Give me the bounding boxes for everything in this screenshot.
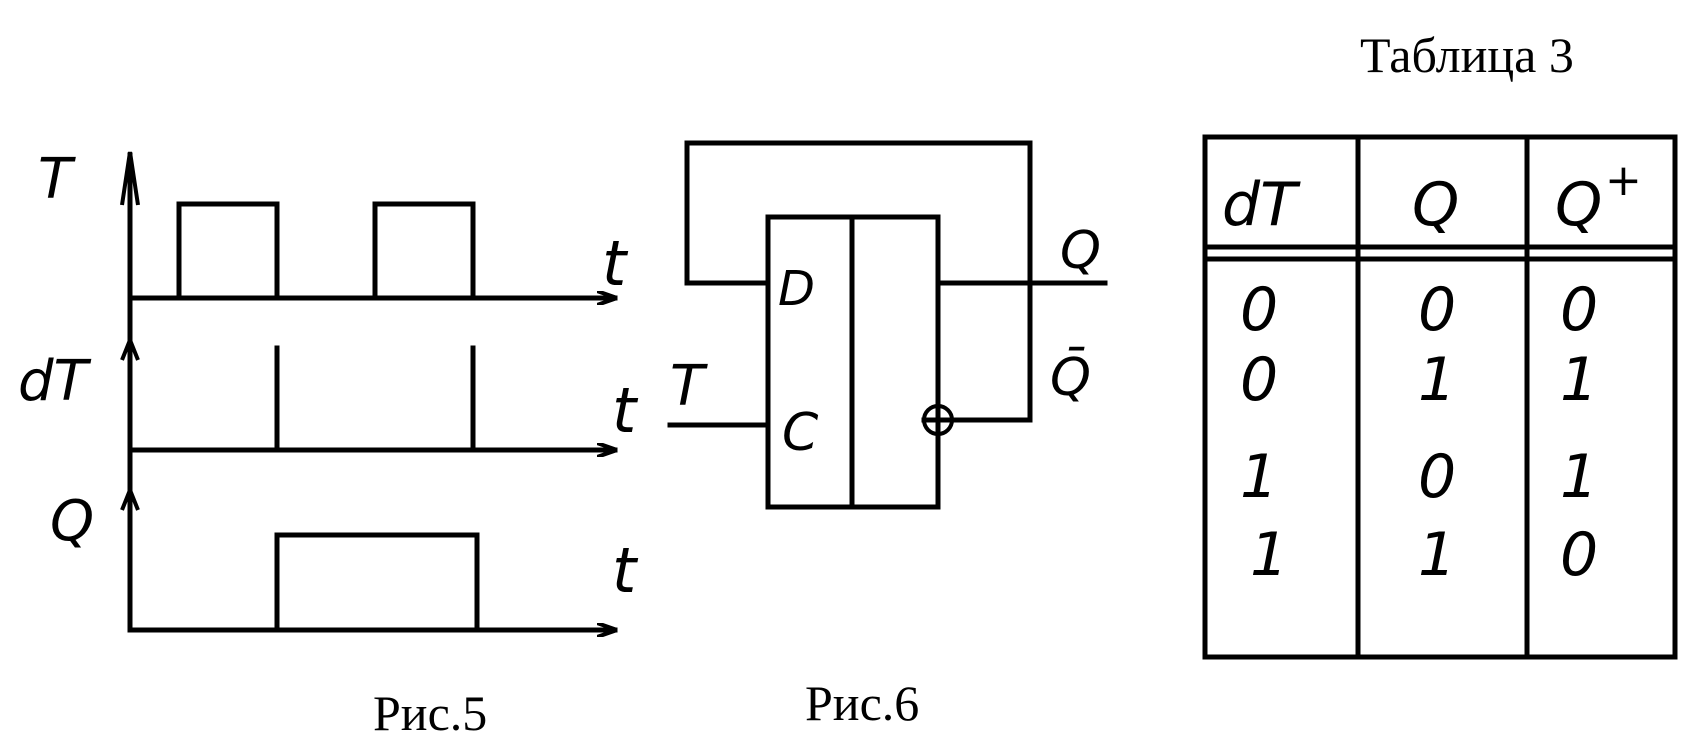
- table-border: [1202, 134, 1678, 660]
- table-cell-r1-c1: 0: [1240, 275, 1278, 345]
- axis-arrow-q: [120, 484, 140, 511]
- axis-arrow-dt: [120, 334, 140, 361]
- t-pulse-2: [372, 201, 476, 301]
- table-cell-r4-c1: 1: [1250, 520, 1288, 590]
- table-cell-r4-c2: 1: [1418, 520, 1456, 590]
- caption-fig5: Рис.5: [373, 685, 487, 741]
- table-cell-r4-c3: 0: [1560, 520, 1598, 590]
- inversion-bubble: [922, 404, 954, 436]
- signal-label-t: T: [38, 147, 76, 212]
- timing-diagram: T dT Q t t t Рис.5: [18, 147, 639, 741]
- time-label-dt: t: [612, 374, 639, 447]
- caption-fig6: Рис.6: [805, 675, 919, 731]
- t-pulse-1: [176, 201, 280, 301]
- output-label-qbar: Q̄: [1050, 347, 1091, 408]
- table-cell-r3-c1: 1: [1240, 442, 1278, 512]
- table-cell-r1-c3: 0: [1560, 275, 1598, 345]
- waveform-dt: [274, 345, 476, 453]
- time-label-q: t: [612, 534, 639, 607]
- table-cell-r2-c2: 1: [1418, 345, 1456, 415]
- table-cell-r2-c3: 1: [1560, 345, 1598, 415]
- table-cell-r1-c2: 0: [1418, 275, 1456, 345]
- flipflop-schematic: D C T Q Q̄ Рис.6: [667, 140, 1108, 731]
- output-label-q: Q: [1060, 221, 1101, 281]
- header-qplus: Q: [1555, 170, 1602, 240]
- time-label-t: t: [602, 227, 629, 300]
- table-cell-r3-c3: 1: [1560, 442, 1598, 512]
- axis-arrow-t: [120, 151, 140, 206]
- table-cell-r2-c1: 0: [1240, 345, 1278, 415]
- feedback-wire: [684, 140, 1033, 423]
- waveform-t: [176, 201, 476, 301]
- waveform-q: [274, 532, 480, 633]
- clock-label-t: T: [670, 354, 708, 419]
- header-qplus-superscript: +: [1605, 155, 1642, 206]
- header-q: Q: [1412, 170, 1459, 240]
- d-input-label: D: [778, 261, 815, 317]
- header-dt: dT: [1222, 170, 1301, 240]
- signal-label-dt: dT: [18, 349, 92, 414]
- q-high-1: [274, 532, 480, 633]
- table-title: Таблица 3: [1360, 27, 1574, 83]
- signal-label-q: Q: [50, 489, 94, 554]
- table-cell-r3-c2: 0: [1418, 442, 1456, 512]
- c-input-label: C: [782, 403, 819, 463]
